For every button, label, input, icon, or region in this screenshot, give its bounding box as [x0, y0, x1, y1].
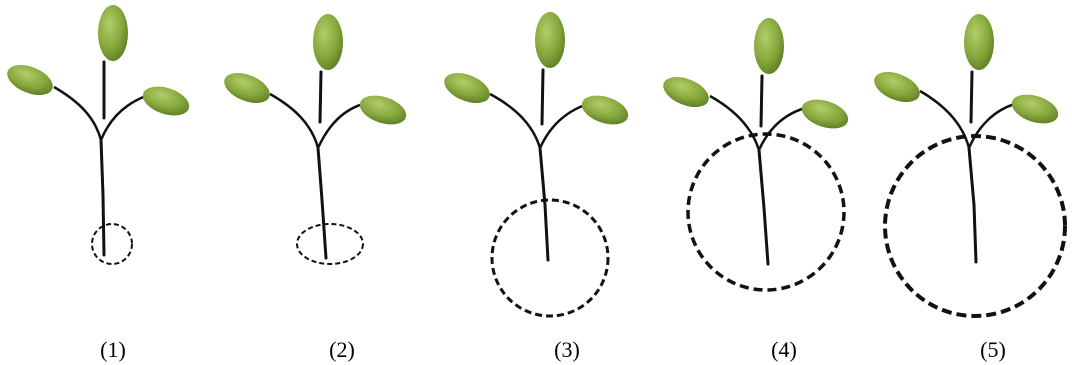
panel-1: (1) [7, 5, 190, 362]
seedling-icon [874, 14, 1059, 264]
seedling-icon [224, 14, 407, 260]
dashed-circle-icon [490, 198, 610, 318]
dashed-circle-icon [91, 223, 133, 265]
panel-2: (2) [224, 14, 407, 362]
dashed-circle-icon [686, 132, 846, 292]
panel-label: (2) [329, 337, 355, 362]
panel-label: (5) [980, 337, 1006, 362]
dashed-circle-icon [883, 134, 1067, 318]
seedling-icon [444, 12, 629, 262]
panel-5: (5) [874, 14, 1067, 362]
panel-4: (4) [663, 18, 849, 362]
panel-3: (3) [444, 12, 629, 362]
dashed-circle-icon [296, 223, 364, 265]
panel-label: (4) [771, 337, 797, 362]
seedling-icon [663, 18, 849, 266]
panel-label: (1) [100, 337, 126, 362]
panel-label: (3) [554, 337, 580, 362]
seedling-icon [7, 5, 190, 257]
